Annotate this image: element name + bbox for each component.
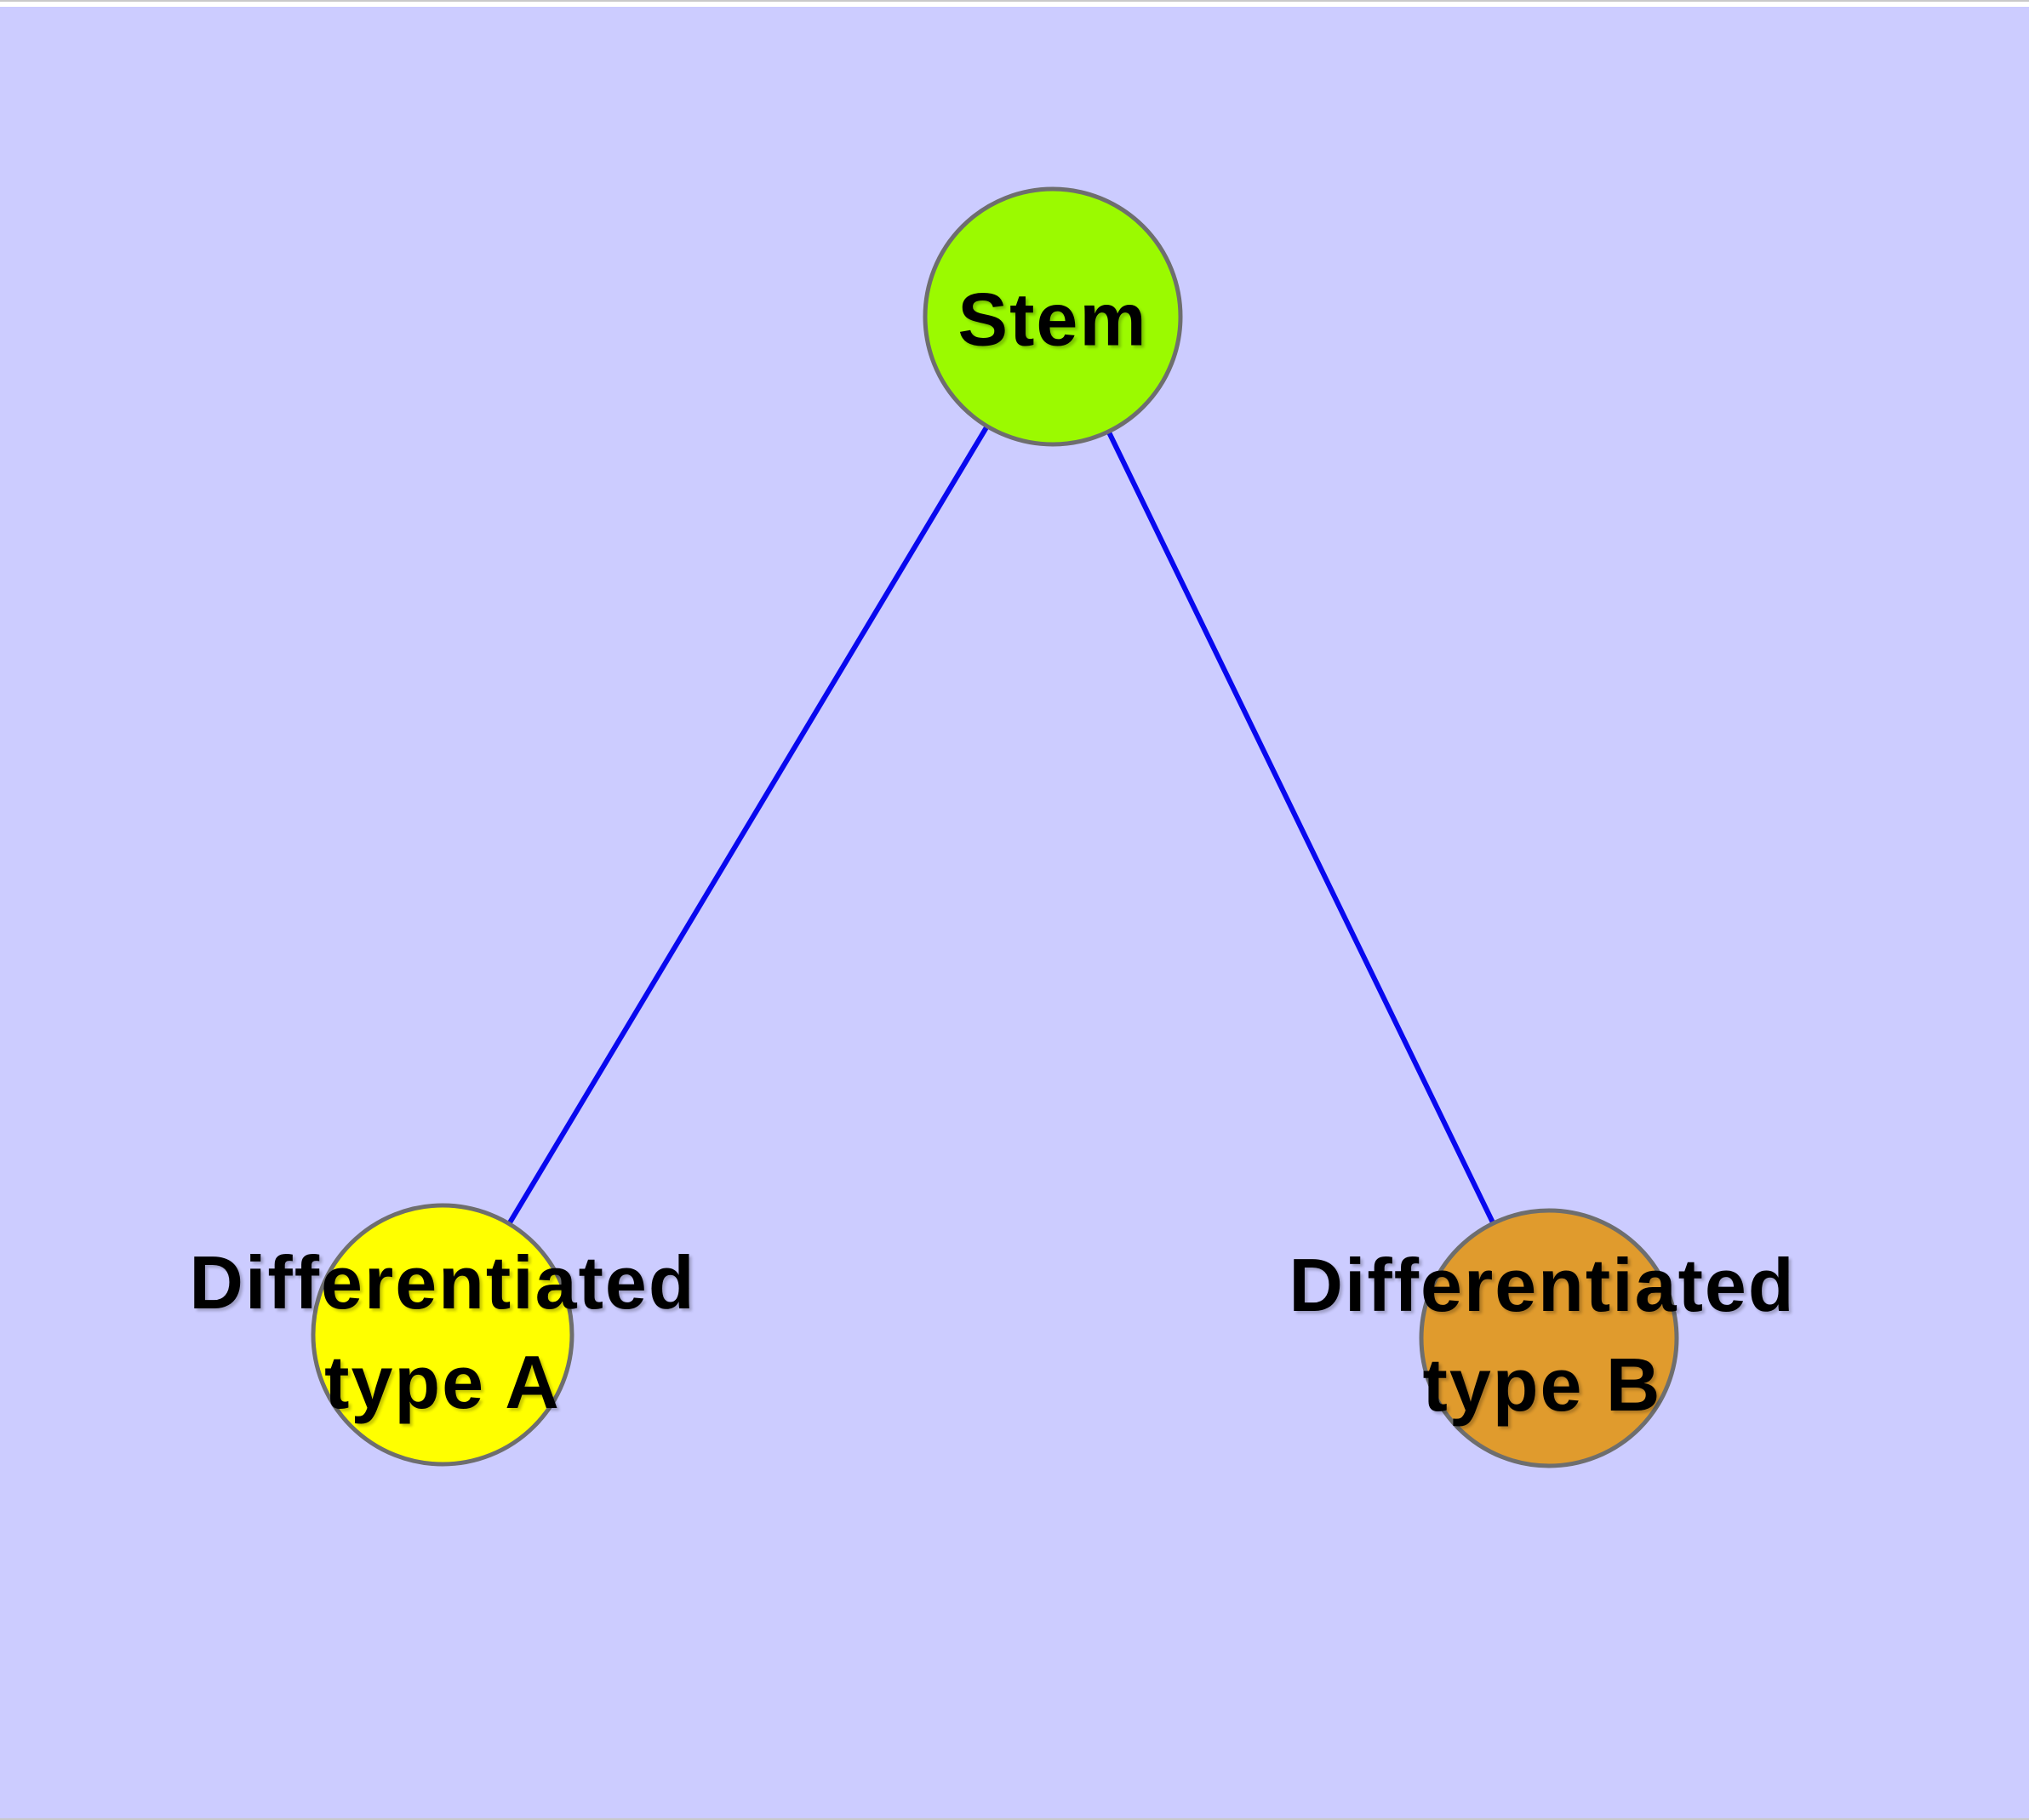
node-label-line: type B — [1422, 1342, 1662, 1427]
node-label-differentiated-type-a: Differentiated type A — [189, 1233, 695, 1432]
frame-top-line — [0, 0, 2029, 2]
edge-stem-to-type-b — [1050, 315, 1552, 1340]
node-label-stem: Stem — [957, 277, 1148, 362]
node-label-line: Differentiated — [1289, 1243, 1796, 1327]
edge-stem-to-type-a — [440, 315, 1055, 1336]
frame-bottom-line — [0, 1818, 2029, 1820]
node-label-line: Differentiated — [189, 1240, 696, 1325]
node-label-line: type A — [324, 1340, 561, 1424]
node-differentiated-type-b — [1419, 1208, 1679, 1468]
node-differentiated-type-a — [311, 1203, 574, 1467]
node-stem — [923, 186, 1183, 447]
node-label-differentiated-type-b: Differentiated type B — [1289, 1235, 1795, 1434]
